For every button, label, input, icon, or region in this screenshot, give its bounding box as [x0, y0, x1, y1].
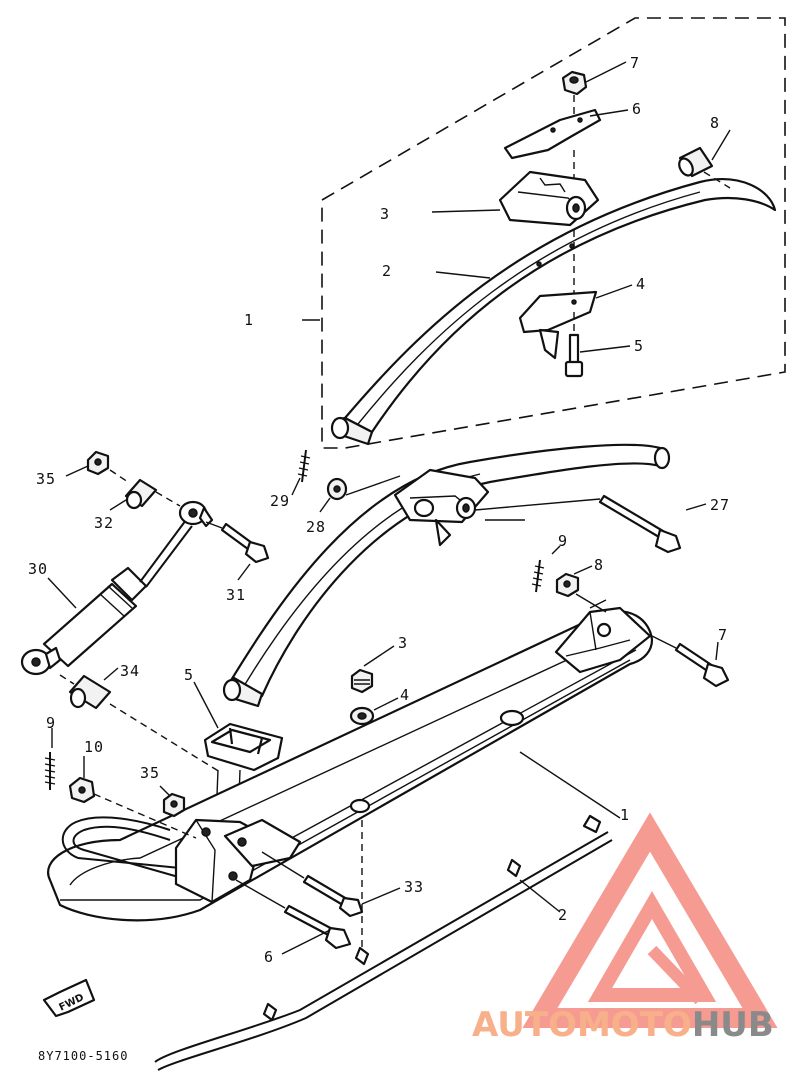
- callout-12-20: 2: [382, 262, 392, 280]
- callout-16-24: 6: [632, 100, 642, 118]
- callout-31: 31: [226, 586, 246, 604]
- callout-8: 8: [594, 556, 604, 574]
- bushing-18: [678, 146, 714, 178]
- nut-35-lower: [162, 792, 186, 818]
- callout-7: 7: [718, 626, 728, 644]
- bolt-7: [674, 642, 730, 688]
- bolt-33: [302, 874, 364, 918]
- callout-33: 33: [404, 878, 424, 896]
- callout-35b: 35: [140, 764, 160, 782]
- callout-2: 2: [558, 906, 568, 924]
- ski-front-bracket: [174, 818, 302, 904]
- bracket-5: [203, 722, 284, 772]
- assembly-boundary: [321, 17, 786, 449]
- nut-3: [350, 668, 374, 694]
- ski-rear-bracket: [554, 606, 652, 674]
- callout-27: 27: [710, 496, 730, 514]
- bolt-6: [283, 904, 352, 950]
- watermark-text: AUTOMOTOHUB: [472, 1005, 774, 1045]
- bolt-31: [220, 522, 270, 564]
- bolt-15: [564, 333, 584, 378]
- callout-labels: 7 6 8 3 2 4 1 5: [244, 54, 720, 355]
- callout-14-22: 4: [636, 275, 646, 293]
- callout-9a: 9: [558, 532, 568, 550]
- callout-10: 10: [84, 738, 104, 756]
- ski-handle: [61, 816, 183, 879]
- callout-29: 29: [270, 492, 290, 510]
- lower-plate: [518, 290, 598, 360]
- callout-17-25: 7: [630, 54, 640, 72]
- callout-28: 28: [306, 518, 326, 536]
- collar-32: [124, 478, 158, 510]
- wear-bar: [154, 814, 613, 1071]
- callout-32: 32: [94, 514, 114, 532]
- callout-6: 6: [264, 948, 274, 966]
- collar-34: [68, 674, 112, 710]
- bolt-27: [598, 494, 682, 554]
- fwd-arrow: FWD: [42, 978, 96, 1018]
- pin-9-right: [531, 559, 545, 593]
- callout-30: 30: [28, 560, 48, 578]
- callout-15-23: 5: [634, 337, 644, 355]
- pin-29: [297, 449, 311, 483]
- callout-9b: 9: [46, 714, 56, 732]
- automotohub-logo: [522, 812, 778, 1028]
- nut-28: [326, 477, 348, 501]
- callout-1: 1: [620, 806, 630, 824]
- callout-18-26: 8: [710, 114, 720, 132]
- watermark-text-a: AUTOMOTO: [472, 1005, 692, 1045]
- callout-11-19: 1: [244, 311, 254, 329]
- pin-9-left: [44, 752, 56, 790]
- nut-17: [561, 70, 588, 96]
- nut-35-top: [86, 450, 110, 476]
- callout-4: 4: [400, 686, 410, 704]
- diagram-code: 8Y7100-5160: [38, 1049, 128, 1063]
- upper-leaf-spring: [330, 178, 777, 446]
- nut-8: [555, 572, 580, 598]
- nut-10: [68, 776, 96, 804]
- leader-lines: [47, 61, 731, 955]
- spring-bracket: [393, 468, 490, 547]
- callout-34: 34: [120, 662, 140, 680]
- callout-3: 3: [398, 634, 408, 652]
- washer-4: [349, 706, 375, 726]
- clamp-plate: [503, 108, 602, 160]
- watermark-text-b: HUB: [692, 1005, 774, 1045]
- callout-35a: 35: [36, 470, 56, 488]
- callout-5: 5: [184, 666, 194, 684]
- shock-absorber: [20, 500, 214, 676]
- callout-13-21: 3: [380, 205, 390, 223]
- spring-seat: [498, 170, 600, 227]
